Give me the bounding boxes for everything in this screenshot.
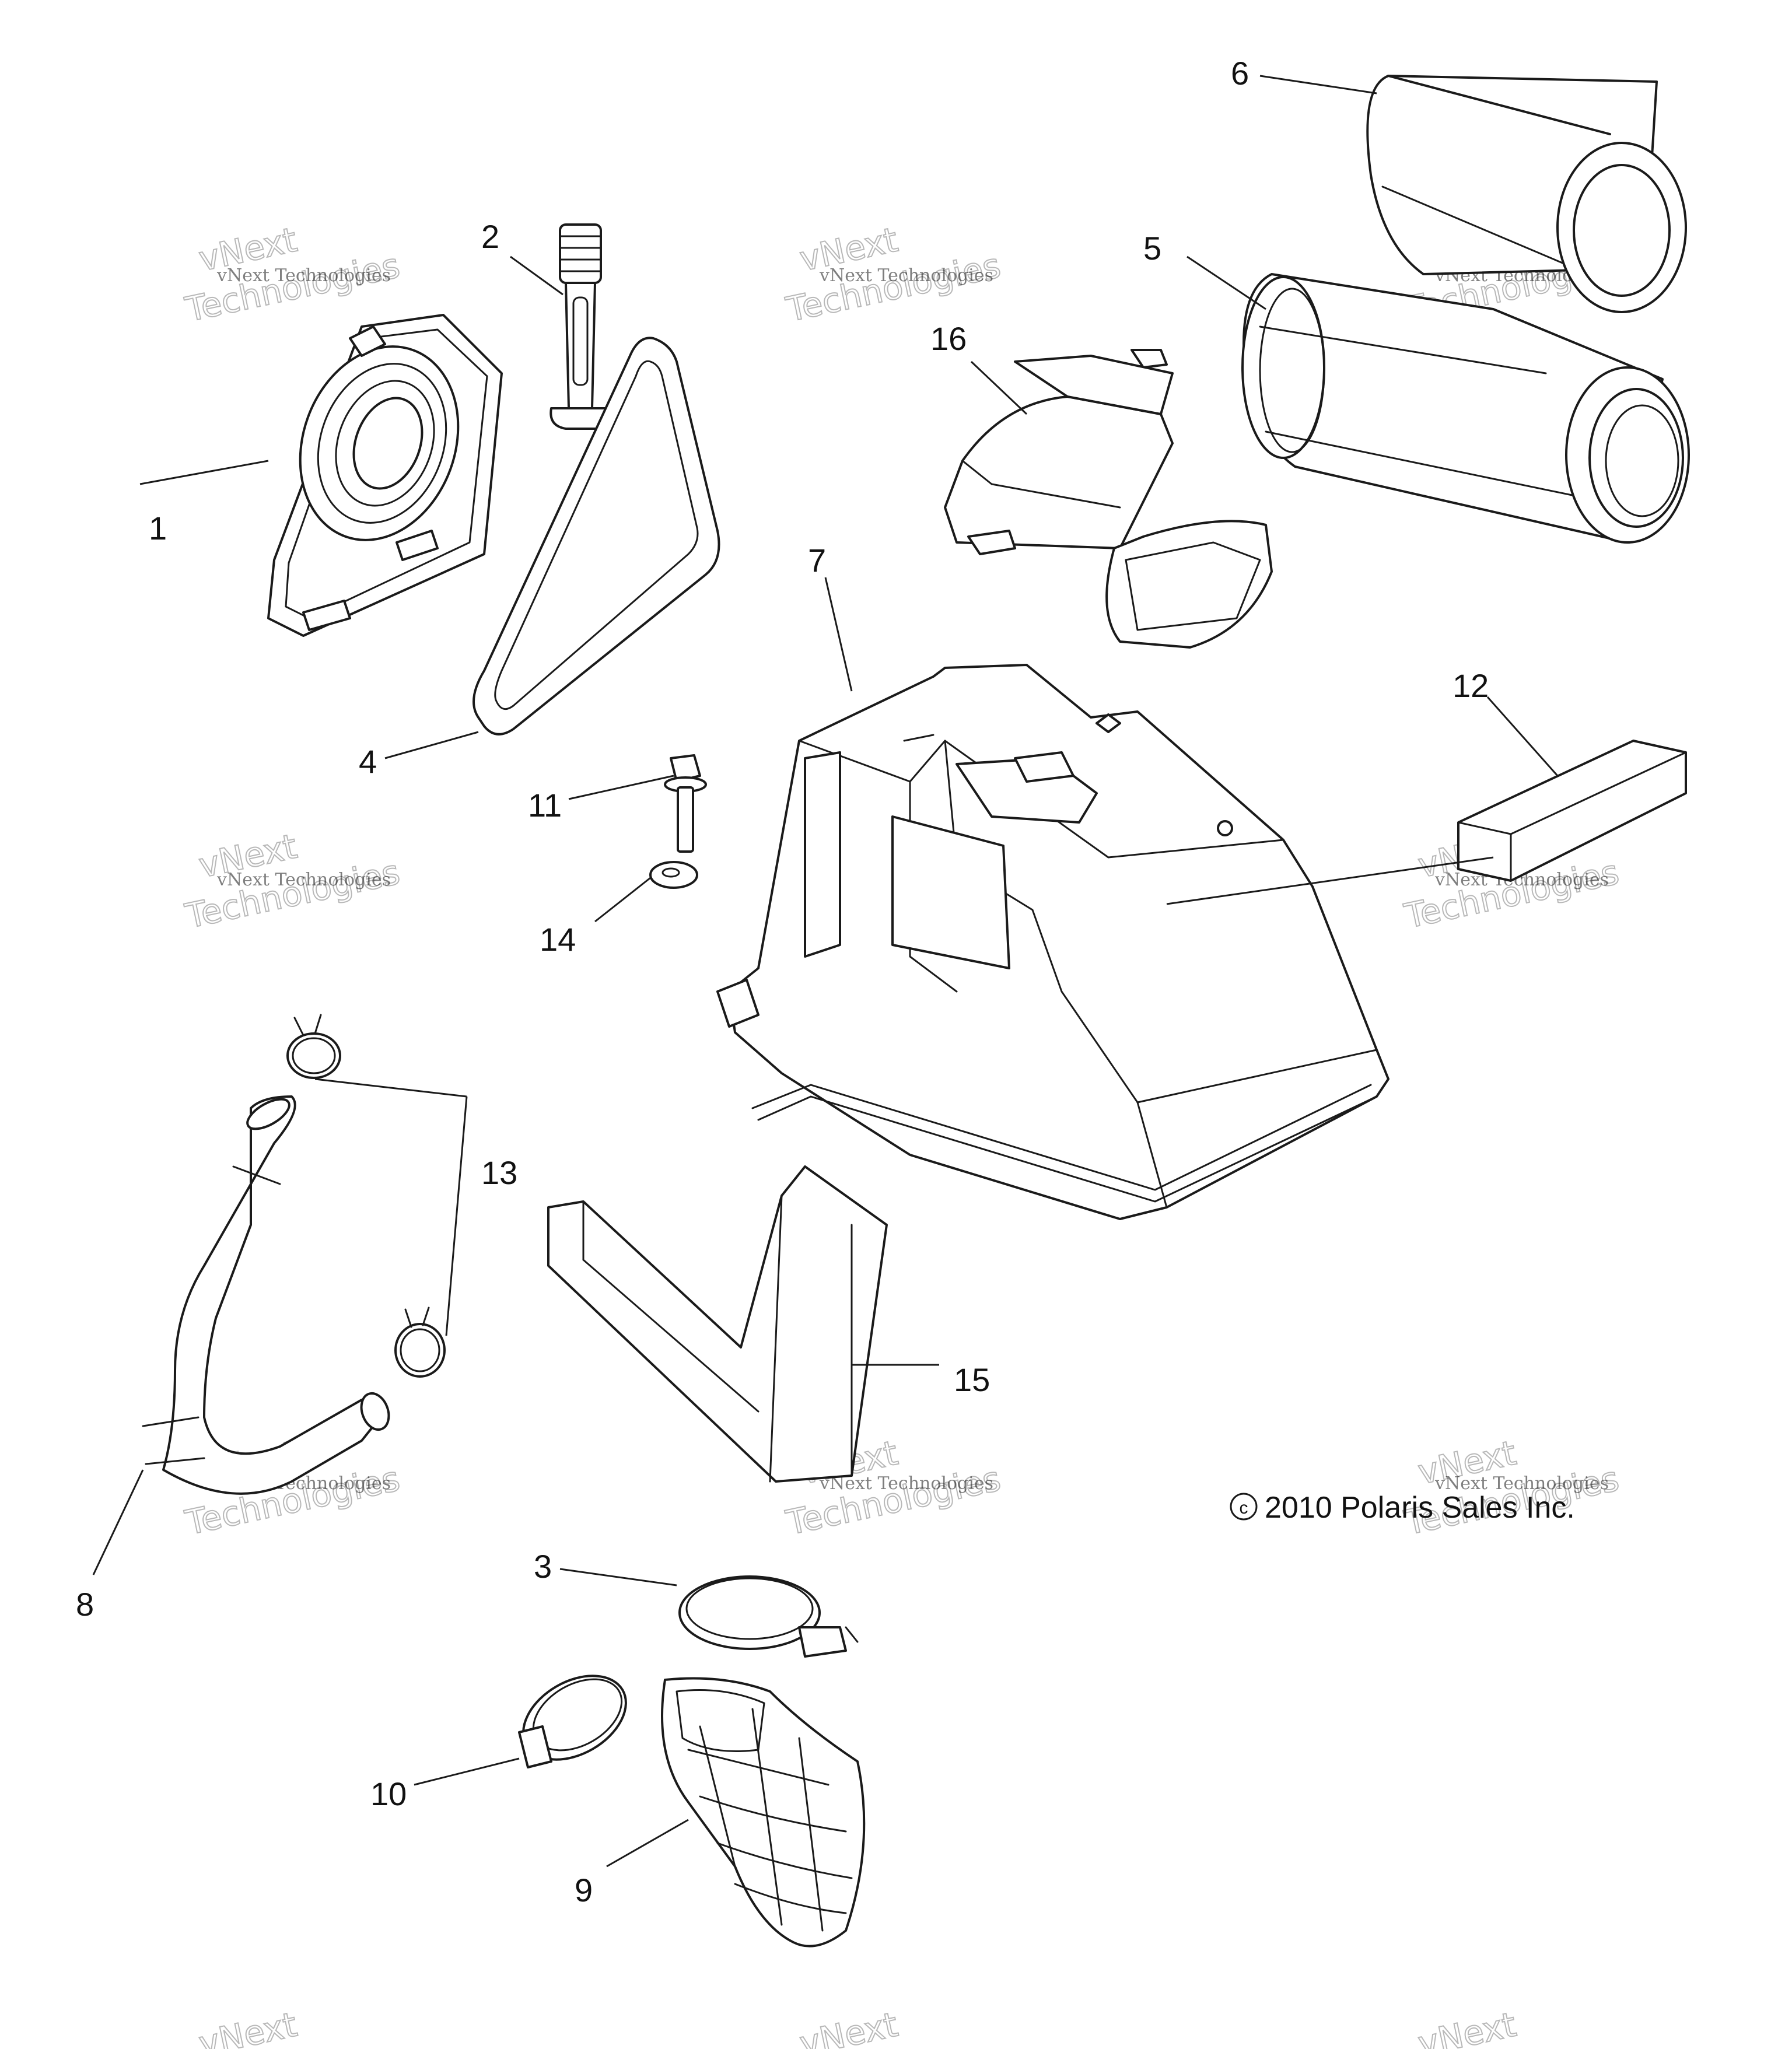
- watermark-text: vNext Technologies: [216, 265, 391, 286]
- part-4-seal: [473, 337, 720, 735]
- svg-text:c: c: [1240, 1498, 1248, 1518]
- part-7-airbox: [716, 664, 1390, 1220]
- part-1-cover: [267, 314, 503, 637]
- part-11-bolt: [664, 754, 707, 853]
- part-15-angled-foam: [547, 1165, 888, 1483]
- part-16-intake-duct: [944, 349, 1273, 649]
- callouts: 1 2 3 4 5 6 7 8 9 10 11 12 13 14 15 16: [76, 55, 1489, 1908]
- watermark: vNext: [195, 2004, 301, 2049]
- copyright-text: 2010 Polaris Sales Inc.: [1265, 1491, 1575, 1525]
- watermark: vNext: [1414, 2004, 1520, 2049]
- watermark: vNext Technologies: [782, 219, 1005, 331]
- callout-7: 7: [808, 542, 826, 579]
- callout-3: 3: [534, 1548, 552, 1585]
- callout-1: 1: [149, 510, 167, 547]
- watermark: vNext: [796, 2004, 902, 2049]
- part-13-clamps: [286, 1014, 446, 1378]
- part-14-washer: [649, 861, 698, 889]
- callout-9: 9: [575, 1872, 593, 1908]
- callout-14: 14: [540, 921, 576, 958]
- part-3-clamp: [678, 1575, 859, 1658]
- svg-text:vNext: vNext: [796, 2005, 901, 2049]
- callout-6: 6: [1231, 55, 1249, 92]
- svg-text:vNext: vNext: [195, 2005, 300, 2049]
- watermark: vNext Technologies: [181, 219, 404, 331]
- callout-8: 8: [76, 1586, 94, 1623]
- callout-4: 4: [359, 743, 377, 780]
- callout-15: 15: [954, 1361, 990, 1398]
- part-9-boot: [661, 1677, 866, 1948]
- callout-13: 13: [481, 1154, 517, 1191]
- copyright-symbol: [1230, 1493, 1258, 1521]
- callout-11: 11: [528, 787, 562, 824]
- watermark-text: vNext Technologies: [216, 870, 391, 890]
- part-12-foam-block: [1457, 740, 1687, 882]
- part-10-clamp: [518, 1675, 627, 1768]
- watermark-text: vNext Technologies: [819, 265, 993, 286]
- callout-5: 5: [1143, 230, 1161, 267]
- copyright: c 2010 Polaris Sales Inc.: [1230, 1491, 1575, 1525]
- callout-2: 2: [481, 218, 499, 255]
- callout-10: 10: [370, 1775, 407, 1812]
- leader-lines: [92, 75, 1559, 1868]
- part-6-precleaner: [1366, 75, 1687, 313]
- part-8-hose: [142, 1095, 390, 1495]
- part-5-air-filter: [1241, 273, 1690, 544]
- watermark-text: vNext Technologies: [1434, 1473, 1609, 1494]
- svg-text:vNext: vNext: [1415, 2005, 1520, 2049]
- callout-16: 16: [930, 320, 967, 357]
- callout-12: 12: [1452, 667, 1489, 704]
